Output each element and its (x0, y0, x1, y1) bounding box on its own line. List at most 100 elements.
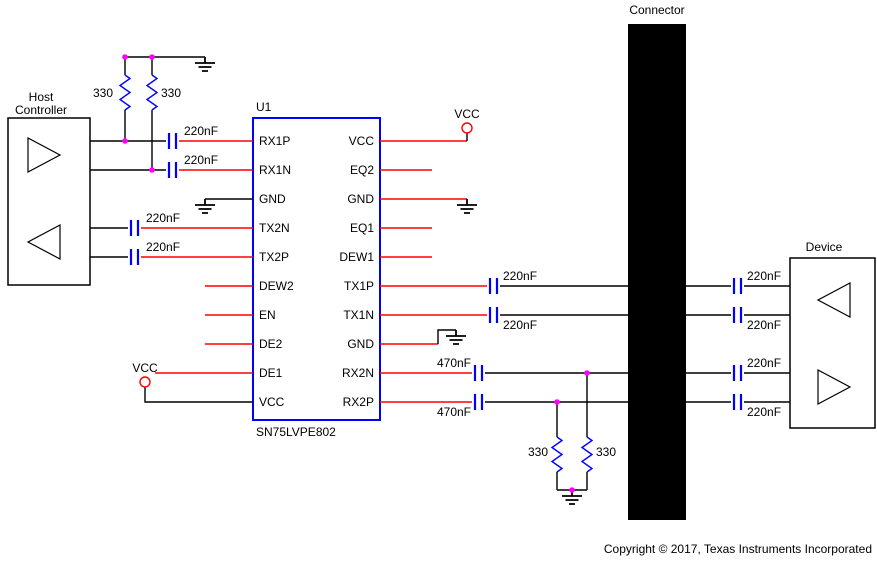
ground-symbol-glyph (195, 199, 215, 214)
capacitor-value: 220nF (146, 240, 180, 254)
chip-u1: U1 SN75LVPE802 RX1P RX1N GND TX2N TX2P D… (252, 100, 381, 439)
device-tx-buffer-icon (817, 369, 852, 405)
capacitor-value: 220nF (747, 318, 781, 332)
resistor-r4 (580, 436, 594, 473)
vcc-label: VCC (132, 361, 158, 375)
gnd-right-net (380, 198, 477, 214)
resistor-r2-value: 330 (161, 86, 181, 100)
host-controller-box (7, 117, 91, 286)
vcc-terminal-icon (461, 122, 473, 134)
junction-dot (122, 138, 128, 144)
capacitor-rx2n (473, 365, 484, 381)
ground-symbol-glyph (195, 57, 215, 72)
capacitor-value: 220nF (747, 269, 781, 283)
gnd2-right-net (380, 329, 466, 345)
rx1p-net: 220nF (90, 124, 253, 149)
rx2n-net: 470nF (380, 356, 628, 437)
ground-symbol-glyph (446, 330, 466, 345)
junction-dot (122, 54, 128, 60)
resistor-r3-value: 330 (528, 445, 548, 459)
ground-symbol (457, 199, 477, 214)
host-controller-block: Host Controller (7, 90, 91, 286)
host-tx-buffer-icon (27, 137, 62, 173)
junction-dot (584, 370, 590, 376)
bottom-termination-network: 330 330 (528, 436, 616, 505)
capacitor-value: 220nF (747, 405, 781, 419)
junction-dot (149, 167, 155, 173)
device-label: Device (806, 240, 843, 254)
pin-label: EQ1 (350, 221, 374, 235)
pin-label: RX1N (259, 163, 291, 177)
vcc-right-net: VCC (380, 107, 480, 142)
ground-symbol-glyph (457, 199, 477, 214)
ground-symbol (195, 57, 215, 72)
capacitor-value: 220nF (146, 211, 180, 225)
bias-wires (124, 56, 205, 170)
rx1n-net: 220nF (90, 153, 253, 178)
capacitor-value: 220nF (184, 124, 218, 138)
pin-label: RX1P (259, 134, 290, 148)
host-rx-buffer-icon (26, 224, 61, 260)
copyright-text: Copyright © 2017, Texas Instruments Inco… (604, 542, 872, 556)
junction-dot (149, 54, 155, 60)
resistor-r1 (118, 74, 132, 111)
capacitor-rx1p (167, 133, 178, 149)
connector-block: Connector (628, 3, 686, 520)
vcc-terminal-icon (139, 376, 151, 388)
pin-label: VCC (349, 134, 375, 148)
capacitor-value: 220nF (503, 318, 537, 332)
wire-segment (437, 329, 456, 344)
resistor-r1-value: 330 (93, 86, 113, 100)
capacitor-tx2n (129, 220, 140, 236)
pin-label: GND (347, 337, 374, 351)
ground-symbol (562, 490, 582, 505)
resistor-r2 (145, 74, 159, 111)
capacitor-rx2p (473, 394, 484, 410)
connector-label: Connector (629, 3, 684, 17)
host-label-line2: Controller (15, 103, 67, 117)
tx1p-post-net: 220nF (686, 269, 790, 294)
ground-symbol (446, 330, 466, 345)
pin-label: RX2P (343, 395, 374, 409)
ground-symbol-glyph (562, 490, 582, 505)
pin-label: VCC (259, 395, 285, 409)
ground-symbol (195, 199, 215, 214)
chip-body (252, 117, 381, 421)
pin-label: GND (259, 192, 286, 206)
rx2p-post-net: 220nF (686, 394, 790, 419)
vcc-left-net: VCC (132, 361, 253, 403)
capacitor-value: 220nF (747, 356, 781, 370)
pin-label: GND (347, 192, 374, 206)
capacitor-rx2n-device (732, 365, 743, 381)
rx2n-post-net: 220nF (686, 356, 790, 381)
device-box (789, 257, 876, 429)
tx1n-net: 220nF (380, 307, 628, 332)
vcc-label: VCC (454, 107, 480, 121)
tx2n-net: 220nF (90, 211, 253, 236)
capacitor-rx1n (167, 162, 178, 178)
junction-dot (569, 487, 575, 493)
device-block: Device (789, 240, 876, 429)
capacitor-tx1n (488, 307, 499, 323)
gnd-left-net (195, 198, 253, 214)
pin-label: RX2N (342, 366, 374, 380)
pin-label: TX2P (259, 250, 289, 264)
wire-segment (485, 372, 628, 437)
chip-refdes: U1 (256, 100, 272, 114)
capacitor-value: 220nF (503, 269, 537, 283)
capacitor-value: 470nF (437, 356, 471, 370)
pin-label: DEW1 (339, 250, 374, 264)
pin-label: TX1P (344, 279, 374, 293)
wire-segment (485, 401, 628, 437)
pin-label: DEW2 (259, 279, 294, 293)
chip-part-number: SN75LVPE802 (256, 425, 336, 439)
resistor-r4-value: 330 (596, 445, 616, 459)
capacitor-tx1n-device (732, 307, 743, 323)
junction-dot (554, 399, 560, 405)
pin-label: EQ2 (350, 163, 374, 177)
connector-bar (628, 24, 686, 520)
pin-label: TX2N (259, 221, 290, 235)
tx1n-post-net: 220nF (686, 307, 790, 332)
